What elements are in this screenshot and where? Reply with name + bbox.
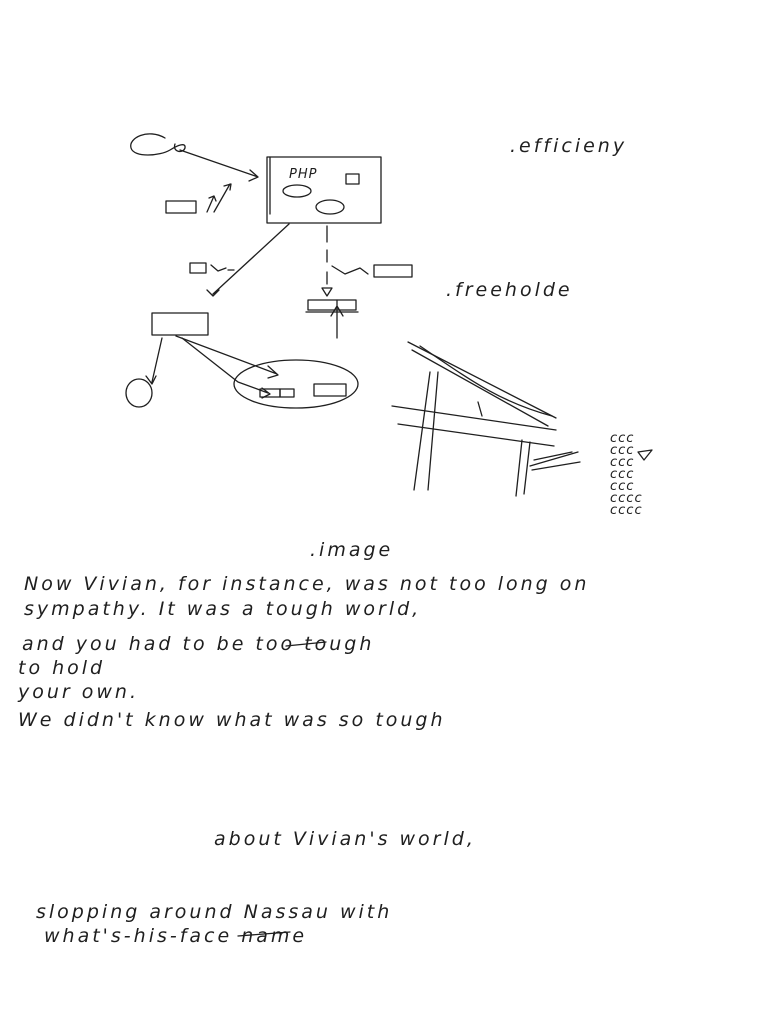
hw-line-9: what's-his-face name — [44, 925, 307, 947]
arrow-to-php — [179, 149, 259, 182]
loop-shape — [130, 133, 186, 156]
php-label: PHP — [289, 167, 317, 182]
hw-line-5: your own. — [17, 681, 139, 703]
svg-text:cccc: cccc — [610, 491, 643, 506]
label-efficiency: .efficieny — [510, 135, 627, 157]
hw-line-7: about Vivian's world, — [214, 828, 476, 850]
svg-text:ccc: ccc — [610, 455, 634, 470]
php-box — [266, 156, 382, 224]
handwritten-text: Now Vivian, for instance, was not too lo… — [17, 573, 589, 947]
svg-text:cccc: cccc — [610, 503, 643, 518]
strike-face — [237, 931, 291, 937]
strike-too — [285, 641, 327, 647]
svg-text:ccc: ccc — [610, 443, 634, 458]
side-box — [165, 200, 197, 214]
diagram-cluster: PHP — [125, 133, 413, 409]
hw-line-4: to hold — [18, 657, 105, 679]
php-square — [345, 173, 360, 185]
svg-text:ccc: ccc — [610, 431, 634, 446]
label-freeholder: .freeholde — [446, 279, 573, 301]
svg-text:ccc: ccc — [610, 479, 634, 494]
big-ellipse — [233, 359, 359, 409]
bench-sketch: ccc ccc ccc ccc ccc cccc cccc — [391, 341, 653, 518]
label-image: .image — [310, 539, 393, 561]
hw-line-3: and you had to be too tough — [22, 633, 374, 655]
hw-line-2: sympathy. It was a tough world, — [24, 598, 421, 620]
stacked-box — [307, 299, 357, 311]
hw-line-6: We didn't know what was so tough — [18, 709, 446, 731]
hw-line-1: Now Vivian, for instance, was not too lo… — [24, 573, 589, 595]
hw-line-8: slopping around Nassau with — [36, 901, 392, 923]
small-circle — [125, 378, 153, 408]
arrow-down-left — [206, 223, 290, 297]
php-oval-2 — [315, 199, 345, 215]
left-box — [151, 312, 209, 336]
svg-text:ccc: ccc — [610, 467, 634, 482]
php-oval-1 — [282, 184, 312, 198]
